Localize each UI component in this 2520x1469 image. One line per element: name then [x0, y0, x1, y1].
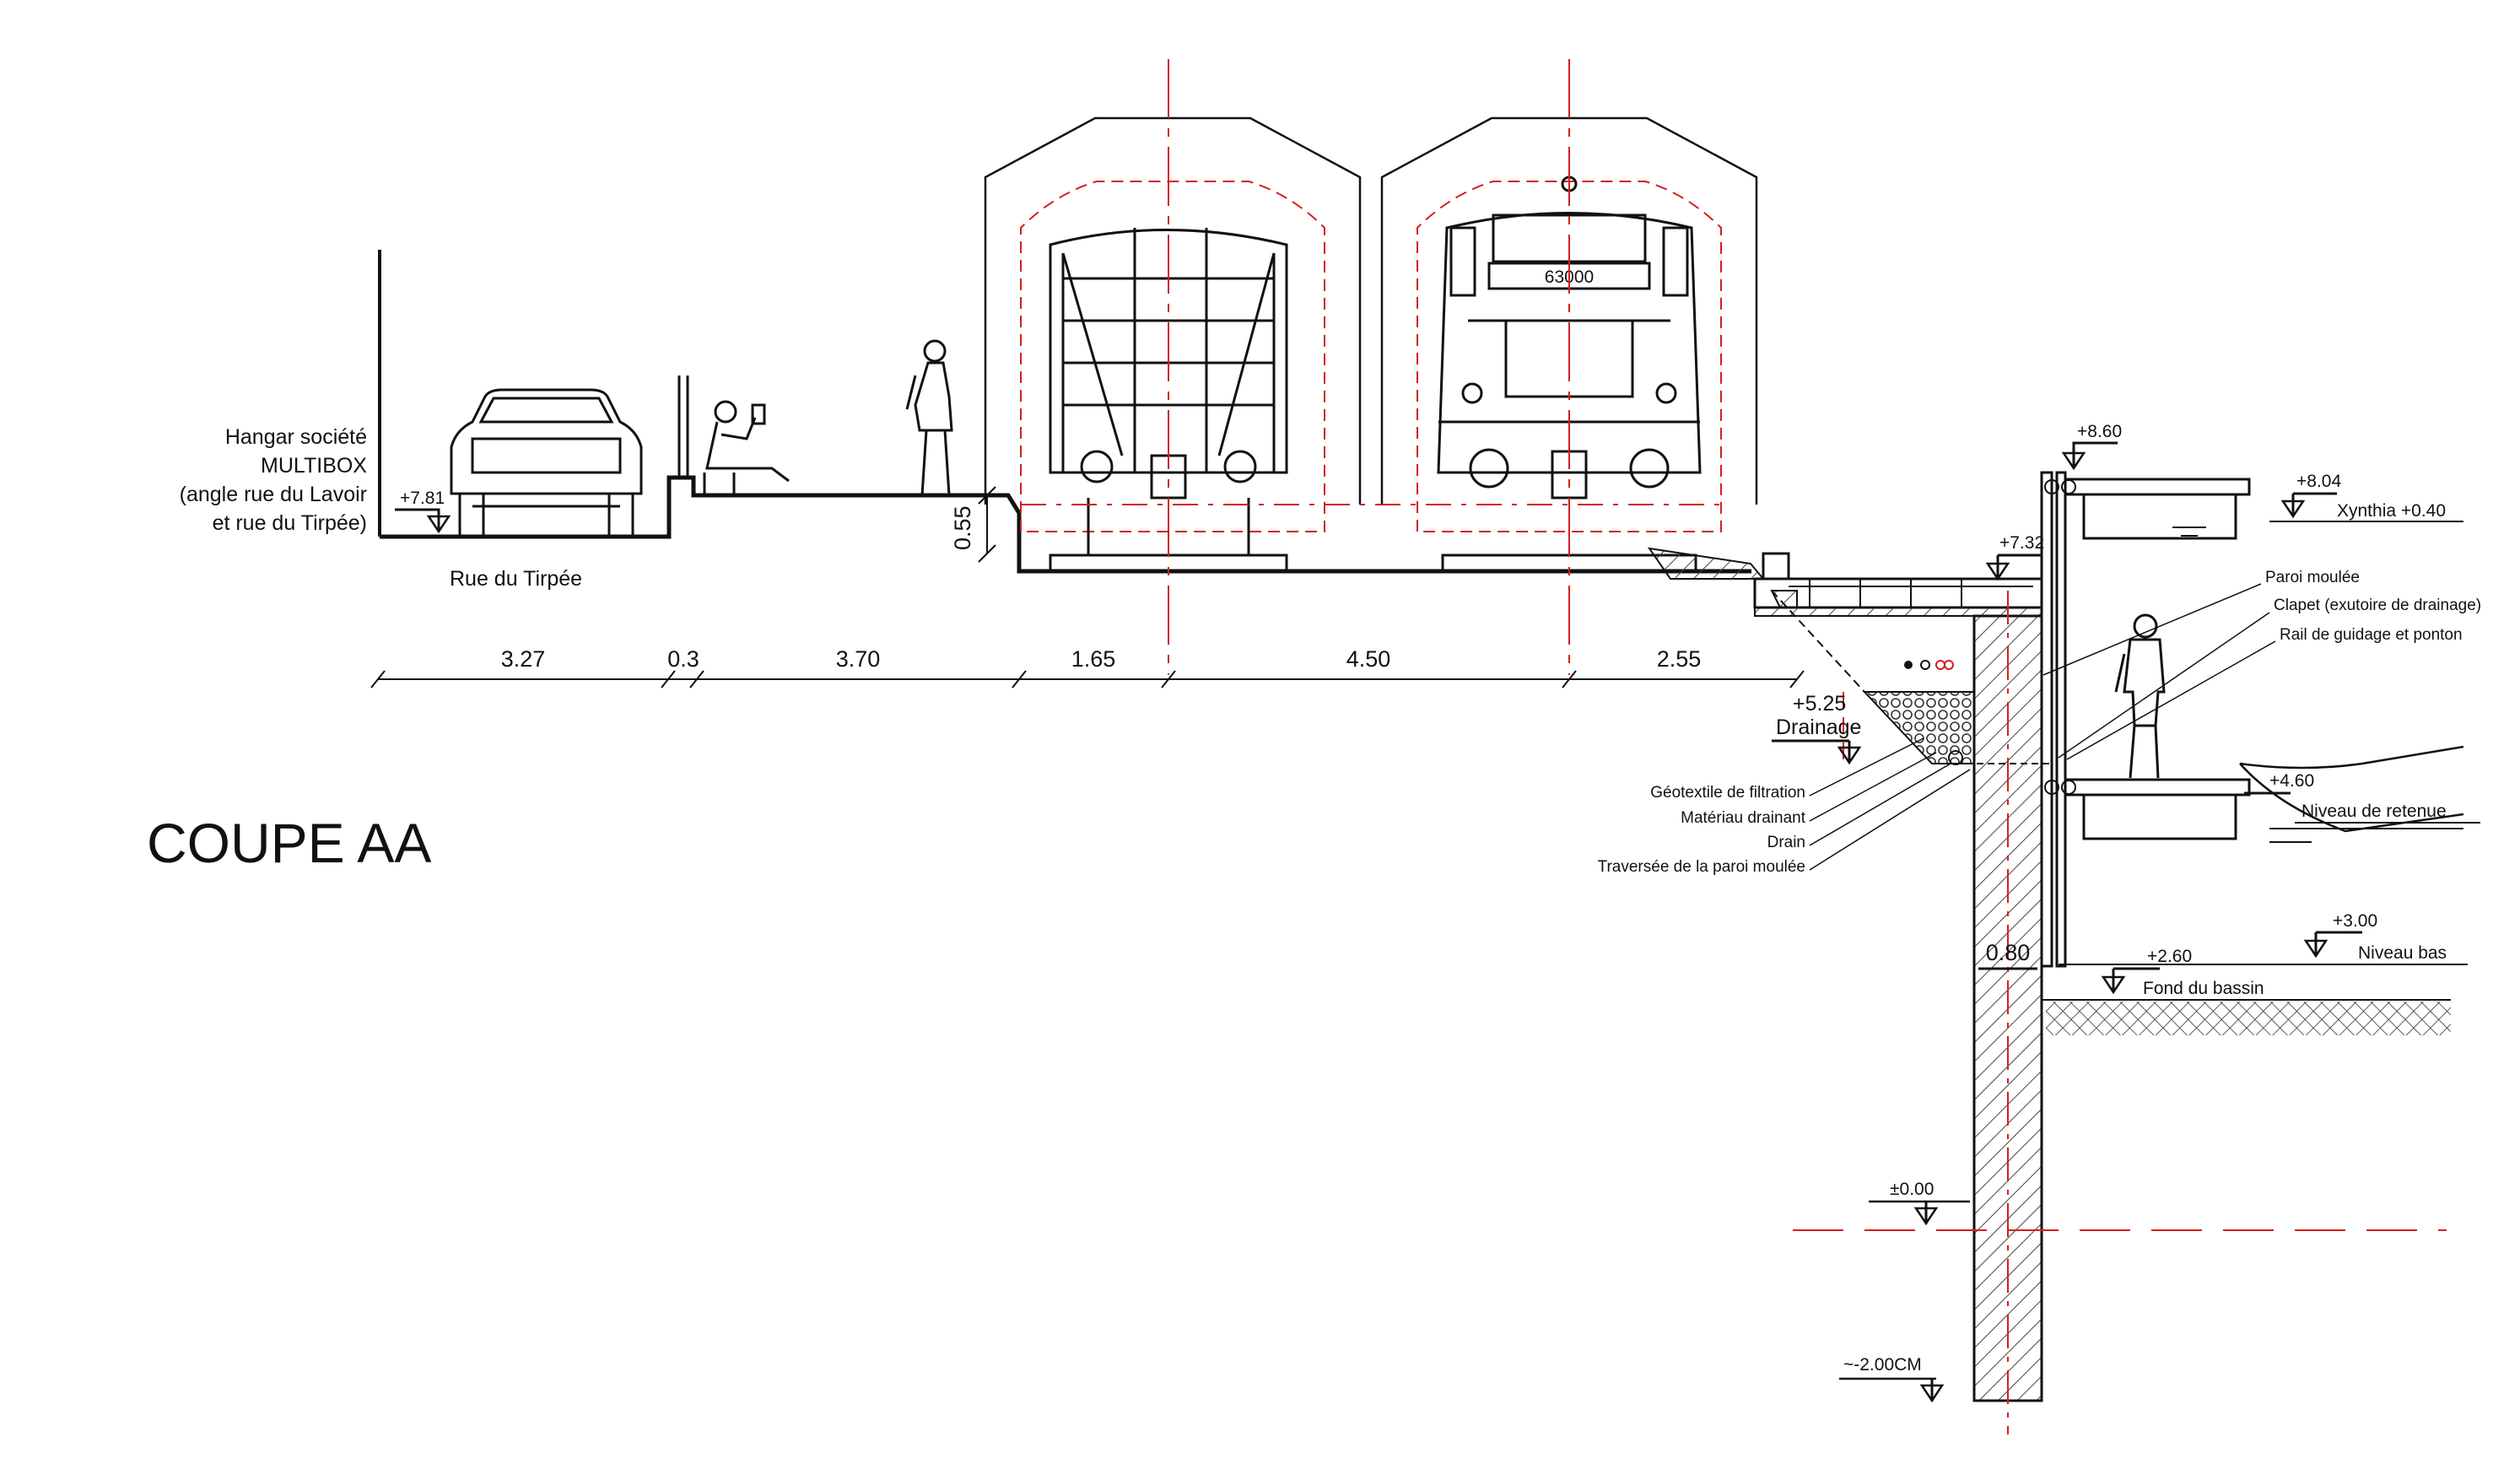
- svg-text:3.27: 3.27: [501, 646, 546, 672]
- basin-floor: +2.60 Fond du bassin: [2042, 947, 2451, 1035]
- seated-person-icon: [677, 375, 790, 495]
- svg-text:+5.25: +5.25: [1793, 692, 1846, 716]
- svg-text:+8.60: +8.60: [2077, 422, 2122, 441]
- svg-text:0.3: 0.3: [667, 646, 699, 672]
- svg-text:±0.00: ±0.00: [1890, 1180, 1934, 1199]
- svg-text:2.55: 2.55: [1657, 646, 1702, 672]
- svg-text:Rail de guidage et ponton: Rail de guidage et ponton: [2280, 626, 2463, 644]
- level-marker-street: +7.81: [395, 489, 451, 534]
- building-label-2: MULTIBOX: [261, 454, 367, 478]
- svg-text:0.55: 0.55: [950, 505, 975, 550]
- tunnel-left: [984, 116, 1362, 532]
- level-marker-pontoon-top: +8.04 Xynthia +0.40: [2269, 472, 2463, 522]
- svg-text:Drainage: Drainage: [1776, 716, 1861, 739]
- svg-text:Paroi moulée: Paroi moulée: [2265, 569, 2360, 586]
- building-label-1: Hangar société: [225, 425, 367, 449]
- car-icon: [450, 388, 643, 537]
- step-dimension: 0.55: [950, 486, 996, 563]
- lower-pontoon: [2044, 745, 2464, 843]
- hangar-building: Hangar société MULTIBOX (angle rue du La…: [180, 250, 381, 537]
- dimension-line: 3.27 0.3 3.70 1.65 4.50 2.55: [370, 646, 1805, 689]
- svg-text:+4.60: +4.60: [2269, 771, 2314, 791]
- svg-text:+8.04: +8.04: [2296, 472, 2341, 491]
- level-marker-low-water: +3.00 Niveau bas: [2059, 911, 2468, 965]
- svg-text:3.70: 3.70: [836, 646, 881, 672]
- level-marker-top: +8.60: [2061, 422, 2122, 471]
- svg-text:4.50: 4.50: [1346, 646, 1391, 672]
- svg-text:Drain: Drain: [1767, 834, 1805, 851]
- svg-text:Matériau drainant: Matériau drainant: [1681, 809, 1806, 827]
- svg-text:Fond du bassin: Fond du bassin: [2143, 979, 2264, 998]
- standing-man-icon: [2114, 613, 2166, 779]
- annotations-right: Paroi moulée Clapet (exutoire de drainag…: [2042, 569, 2481, 760]
- annotations-left: Géotextile de filtration Matériau draina…: [1598, 737, 2050, 876]
- level-marker-pontoon-low: +4.60 Niveau de retenue: [2244, 771, 2480, 824]
- svg-text:+2.60: +2.60: [2147, 947, 2192, 966]
- svg-text:Clapet (exutoire de drainage): Clapet (exutoire de drainage): [2274, 597, 2481, 614]
- upper-pontoon: [2044, 478, 2251, 540]
- svg-text:Géotextile de filtration: Géotextile de filtration: [1650, 784, 1805, 802]
- svg-text:0.80: 0.80: [1986, 940, 2031, 965]
- svg-text:+7.32: +7.32: [1999, 533, 2044, 553]
- svg-text:+7.81: +7.81: [400, 489, 445, 508]
- building-label-3: (angle rue du Lavoir: [180, 483, 367, 506]
- building-label-4: et rue du Tirpée): [213, 511, 367, 535]
- level-marker-bottom: ~-2.00CM: [1839, 1355, 1945, 1403]
- svg-text:Traversée de la paroi moulée: Traversée de la paroi moulée: [1598, 858, 1805, 876]
- svg-text:Niveau de retenue: Niveau de retenue: [2301, 802, 2447, 821]
- svg-text:+3.00: +3.00: [2333, 911, 2377, 931]
- standing-person-icon: [905, 339, 953, 496]
- diaphragm-wall: 0.80: [1972, 471, 2067, 1434]
- locomotive-icon: [1437, 176, 1702, 572]
- level-marker-quay: +7.32: [1985, 533, 2044, 581]
- svg-text:~-2.00CM: ~-2.00CM: [1843, 1355, 1922, 1374]
- svg-text:Niveau bas: Niveau bas: [2358, 943, 2447, 963]
- svg-text:Xynthia +0.40: Xynthia +0.40: [2337, 501, 2446, 521]
- ground-profile: [380, 475, 1751, 574]
- svg-text:1.65: 1.65: [1071, 646, 1116, 672]
- level-marker-zero: ±0.00: [1793, 1180, 2447, 1231]
- level-marker-drainage: +5.25 Drainage: [1772, 692, 1861, 765]
- street-label: Rue du Tirpée: [450, 567, 582, 591]
- drawing-title: COUPE AA: [147, 812, 431, 874]
